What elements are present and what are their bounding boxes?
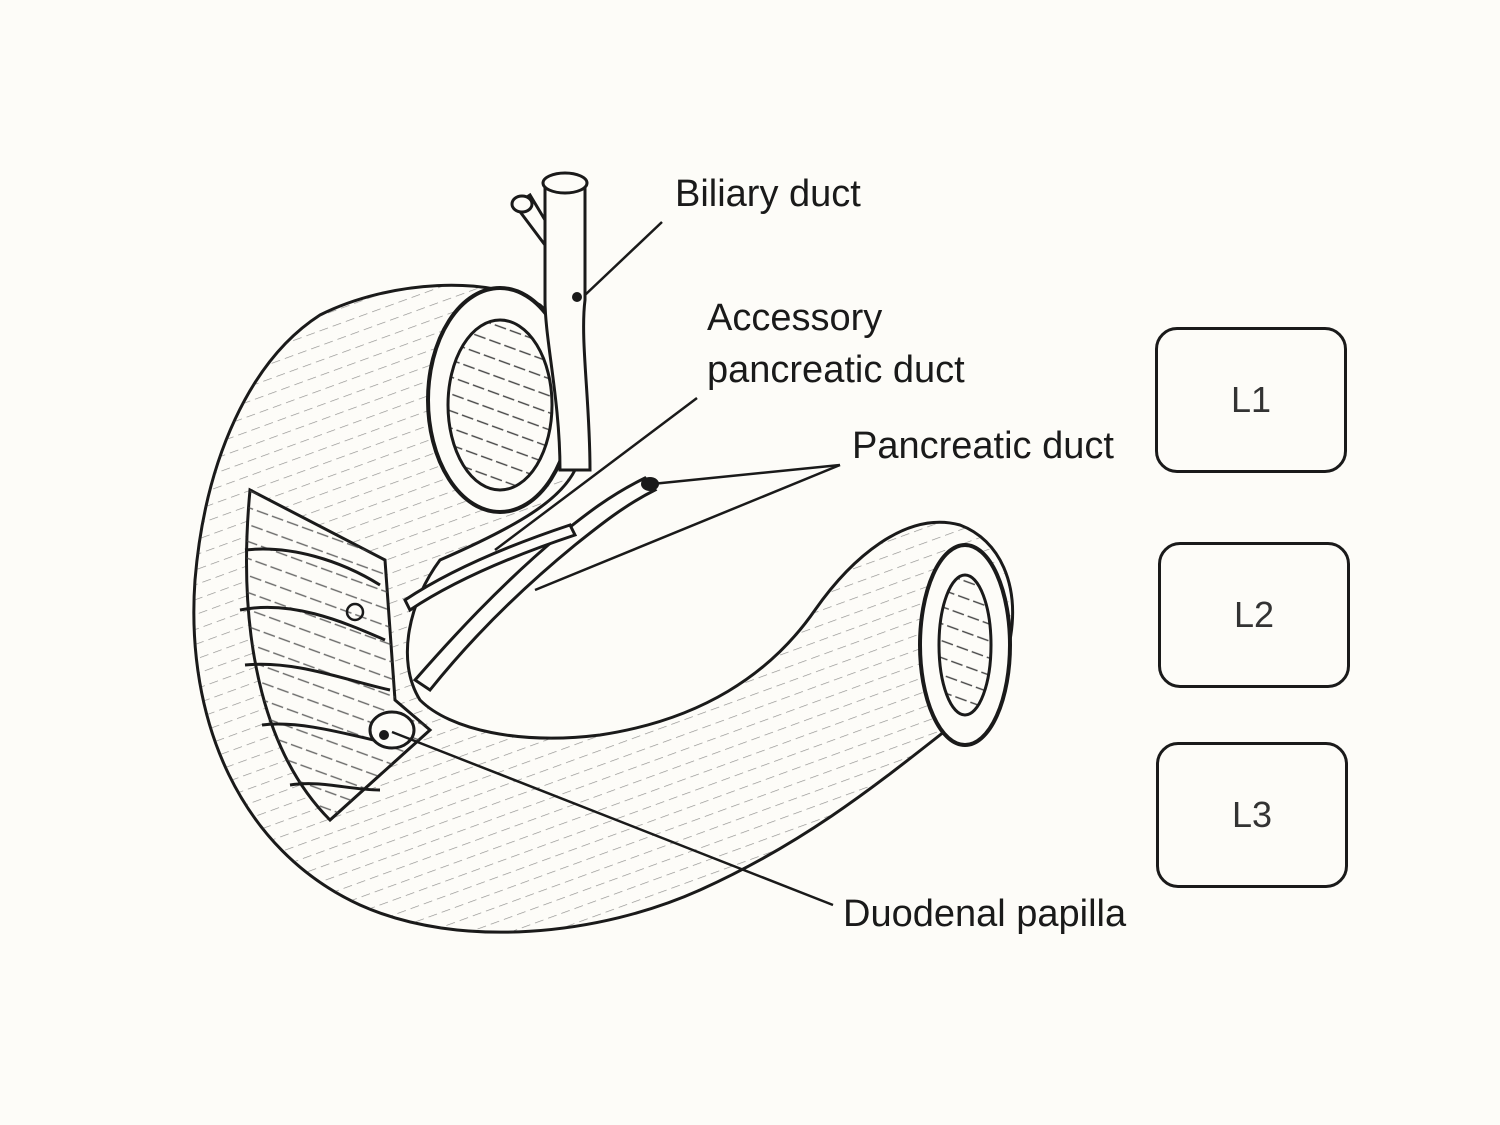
minor-papilla <box>345 602 365 622</box>
leader-lines <box>391 221 841 907</box>
major-papilla <box>368 710 416 750</box>
accessory-duct-tube <box>403 523 578 613</box>
label-pancreatic-duct: Pancreatic duct <box>852 425 1114 467</box>
pancreatic-duct-tube <box>412 476 658 693</box>
biliary-duct-tube <box>543 183 592 472</box>
label-duodenal-papilla: Duodenal papilla <box>843 893 1127 935</box>
label-biliary-duct: Biliary duct <box>675 173 861 215</box>
vertebra-l2: L2 <box>1158 542 1350 688</box>
label-accessory-line1: Accessory <box>707 297 883 339</box>
vertebra-l3: L3 <box>1156 742 1348 888</box>
label-accessory-line2: pancreatic duct <box>707 349 965 391</box>
vertebra-l1: L1 <box>1155 327 1347 473</box>
